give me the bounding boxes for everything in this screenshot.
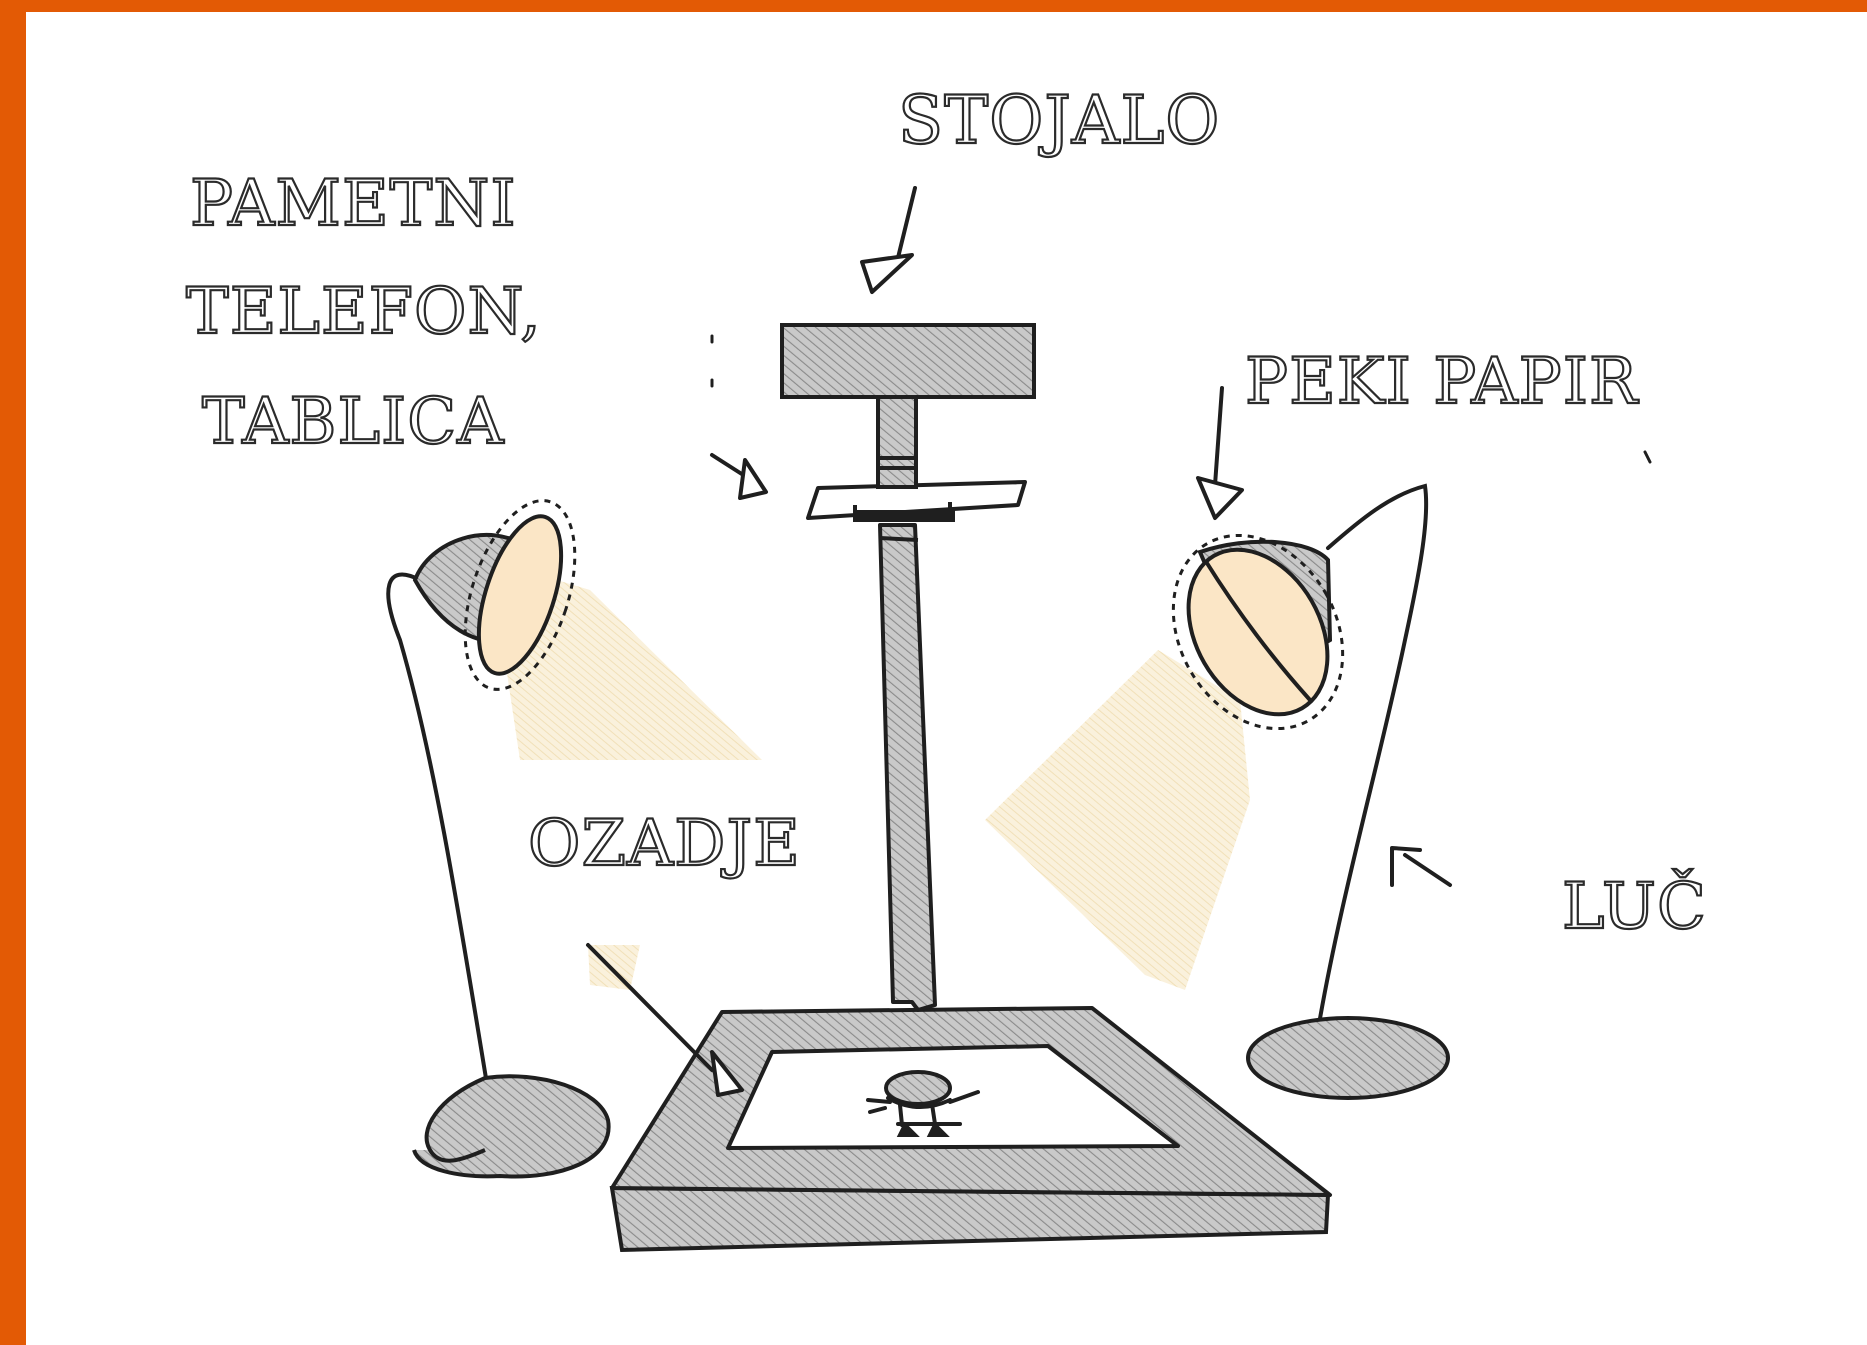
arrows [586,186,1452,1097]
right-lamp-cord [1316,483,1429,1032]
left-lamp-cord [386,572,494,1117]
stray-marks [710,334,1652,464]
arrow-ozadje [586,943,744,1097]
column-pole [878,523,937,1012]
right-light-beam [985,650,1250,990]
left-lamp [386,499,611,1179]
orange-frame-left [0,0,26,1345]
label-stojalo: STOJALO [897,82,1221,159]
arrow-luc [1390,846,1452,887]
label-phone-line2: TELEFON, [185,275,542,349]
arrow-phone [710,453,768,500]
upper-post [876,393,918,489]
left-lamp-foot [412,1074,611,1179]
right-lamp [1171,483,1450,1100]
arrow-stojalo [860,186,917,294]
left-light-beam [490,560,762,760]
right-lamp-foot [1246,1016,1450,1100]
copy-stand-column [878,523,937,1012]
phone-clamp [806,480,1027,522]
orange-frame-top [0,0,1867,12]
label-phone-line1: PAMETNI [189,167,517,241]
label-ozadje: OZADJE [527,807,801,881]
copy-stand-base [609,1006,1332,1253]
left-lamp-bulb [476,514,564,676]
label-phone-line3: TABLICA [201,385,505,459]
label-peki-papir: PEKI PAPIR [1244,345,1639,419]
copy-stand-top [780,323,1036,489]
object-figurine [866,1070,980,1137]
background-sheet [726,1044,1180,1150]
light-beams [490,560,1250,990]
label-luc: LUČ [1561,870,1707,944]
stand-head [780,323,1036,399]
arrow-peki-papir [1196,386,1244,520]
base-front-face [609,1185,1331,1253]
